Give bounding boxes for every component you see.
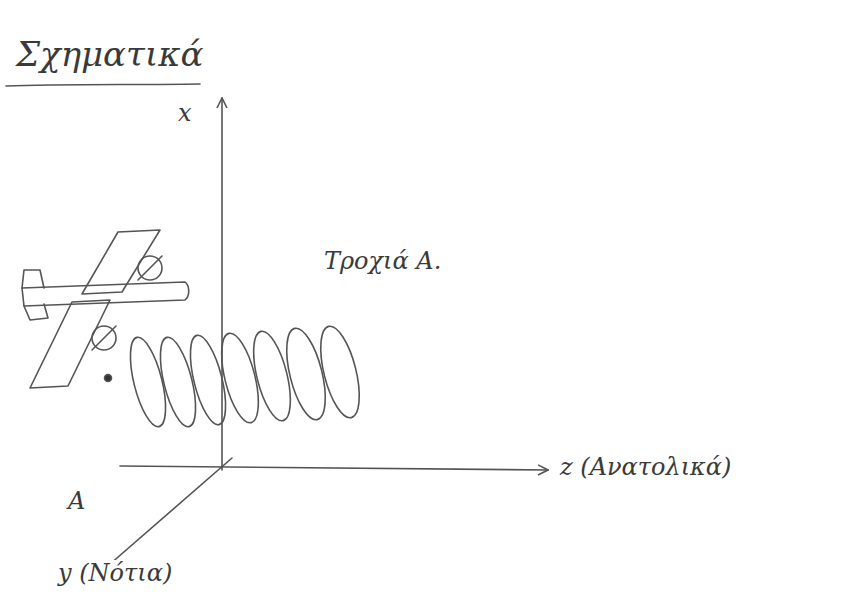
axis-label: x	[176, 100, 194, 126]
x-axis	[221, 98, 223, 470]
axis-label: y (Νότια)	[56, 560, 174, 586]
airplane-sketch	[22, 230, 189, 388]
trajectory-label: Τροχιά A.	[322, 248, 443, 274]
title-underline	[6, 84, 200, 86]
helix-trajectory	[123, 323, 367, 430]
point-label: A	[66, 488, 87, 514]
axis-label: z (Ανατολικά)	[558, 454, 733, 480]
z-axis	[120, 466, 548, 470]
sketch-title: Σχηματικά	[16, 36, 203, 73]
